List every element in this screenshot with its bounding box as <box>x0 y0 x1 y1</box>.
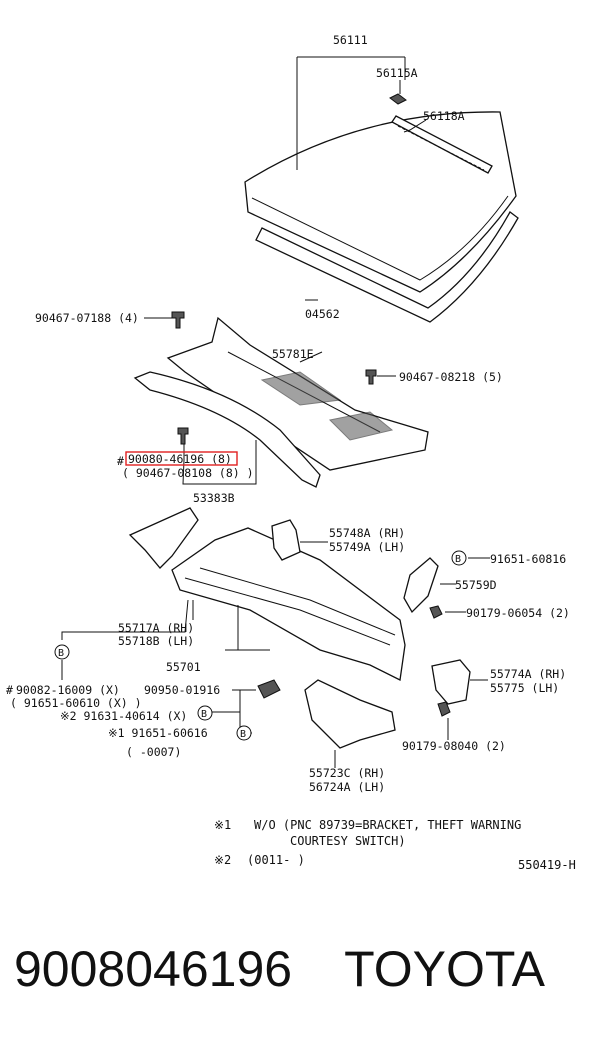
caption: 9008046196 TOYOTA <box>14 940 594 998</box>
label-55723C: 55723C (RH) <box>309 766 385 780</box>
windshield-glass <box>244 111 517 293</box>
label-04562: 04562 <box>305 307 340 321</box>
label-55717A: 55717A (RH) <box>118 621 194 635</box>
label-56111: 56111 <box>333 33 368 47</box>
cowl-seal <box>133 371 321 488</box>
circle-b-4: B <box>240 729 246 740</box>
hash-mark-2: # <box>6 683 13 697</box>
hash-mark-1: # <box>117 454 124 468</box>
label-90467-08218: 90467-08218 (5) <box>399 370 503 384</box>
label-0007: ( -0007) <box>126 745 181 759</box>
grommet-90950-01916 <box>257 679 281 699</box>
label-55759D: 55759D <box>455 578 497 592</box>
label-56724A: 56724A (LH) <box>309 780 385 794</box>
caption-brand: TOYOTA <box>344 941 546 997</box>
label-90179-06054: 90179-06054 (2) <box>466 606 570 620</box>
cowl-top-panel <box>166 316 429 471</box>
label-91651-60610: ( 91651-60610 (X) ) <box>10 696 142 710</box>
bracket-55759D <box>403 557 439 614</box>
label-55748A: 55748A (RH) <box>329 526 405 540</box>
clip-90080-46196 <box>177 427 189 445</box>
caption-part-number: 9008046196 <box>14 941 293 997</box>
note-2-mark: ※2 <box>214 853 231 867</box>
windshield-molding <box>255 211 519 323</box>
upper-molding-strip <box>391 115 493 174</box>
label-53383B: 53383B <box>193 491 235 505</box>
label-55718B: 55718B (LH) <box>118 634 194 648</box>
label-55774A: 55774A (RH) <box>490 667 566 681</box>
note-2-text: (0011- ) <box>247 853 305 867</box>
circle-b-3: B <box>201 709 207 720</box>
label-55749A: 55749A (LH) <box>329 540 405 554</box>
label-90467-08108: ( 90467-08108 (8) ) <box>122 466 254 480</box>
nut-90179-08040 <box>437 701 451 717</box>
nut-90179-06054 <box>429 605 443 619</box>
bracket-55748A <box>271 519 301 561</box>
label-91651-60816: 91651-60816 <box>490 552 566 566</box>
label-90467-07188: 90467-07188 (4) <box>35 311 139 325</box>
circle-b-2: B <box>58 648 64 659</box>
label-90179-08040: 90179-08040 (2) <box>402 739 506 753</box>
note-1-line-2: COURTESY SWITCH) <box>290 834 406 848</box>
label-90082-16009: 90082-16009 (X) <box>16 683 120 697</box>
circle-b-1: B <box>455 554 461 565</box>
highlight-box <box>125 451 238 466</box>
note-1-mark: ※1 <box>214 818 231 832</box>
note-1-line-1: W/O (PNC 89739=BRACKET, THEFT WARNING <box>254 818 521 832</box>
label-91651-60616: ※1 91651-60616 <box>108 726 208 740</box>
label-56118A: 56118A <box>423 109 465 123</box>
label-55775: 55775 (LH) <box>490 681 559 695</box>
label-90950-01916: 90950-01916 <box>144 683 220 697</box>
label-56115A: 56115A <box>376 66 418 80</box>
label-55701: 55701 <box>166 660 201 674</box>
label-91631-40614: ※2 91631-40614 (X) <box>60 709 187 723</box>
clip-90467-08218 <box>365 369 377 385</box>
cowl-side-bracket <box>128 507 199 569</box>
cowl-panel <box>171 527 406 681</box>
label-55781E: 55781E <box>272 347 314 361</box>
bracket-55774A <box>431 659 471 705</box>
diagram-code: 550419-H <box>518 858 576 872</box>
label-90080-46196: 90080-46196 (8) <box>128 452 232 466</box>
mirror-bracket <box>389 93 407 105</box>
clip-90467-07188 <box>171 311 185 329</box>
louver-55723C <box>304 679 396 749</box>
